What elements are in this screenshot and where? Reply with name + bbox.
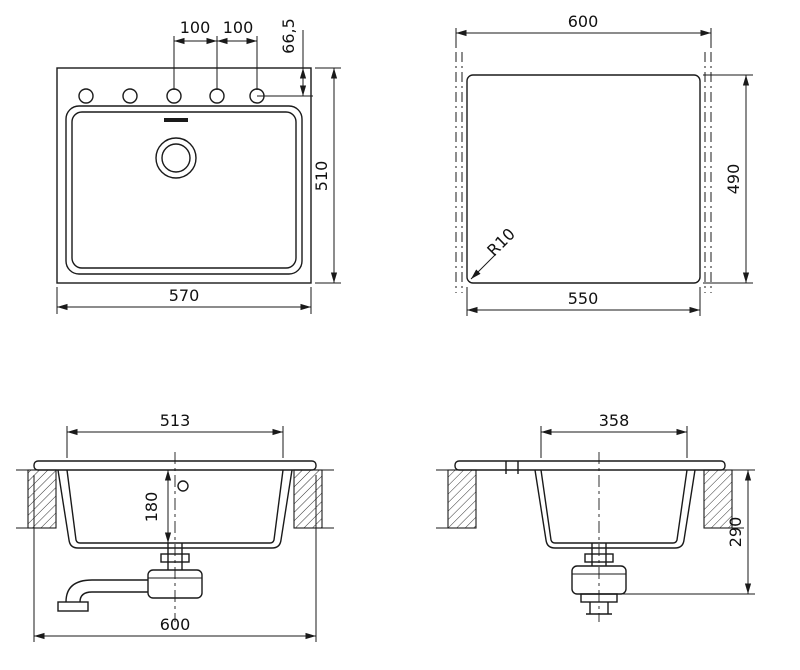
dim-cutout-depth-490: 490 [703, 74, 753, 284]
trap-lower-nut [580, 593, 618, 603]
bowl-inner-wall [66, 469, 284, 544]
drain-nut [584, 553, 614, 563]
dim-depth-510: 510 [312, 67, 341, 284]
bowl-inner-edge [71, 111, 297, 269]
dim-hole-spacing: 100 100 [173, 18, 258, 90]
dim-bowl-width-358: 358 [540, 411, 688, 458]
sink-outline [56, 67, 312, 284]
dim-cut-width-550: 550 [466, 287, 701, 316]
dim-label-width: 570 [169, 286, 200, 305]
worktop-section-right [293, 469, 323, 529]
dim-label-bowl-width: 358 [599, 411, 630, 430]
cutout-outline [466, 74, 701, 284]
worktop-section-left [27, 469, 57, 529]
bowl-inner-wall [540, 469, 688, 544]
dim-label-cut-width: 550 [568, 289, 599, 308]
outlet-elbow-outer [65, 579, 93, 603]
faucet-hole-4 [209, 88, 225, 104]
outlet-elbow-inner [79, 591, 93, 603]
dim-height-290: 290 [619, 469, 755, 595]
dim-label-overall-height: 290 [726, 517, 745, 548]
dim-label-cutout-depth: 490 [724, 164, 743, 195]
sink-rim [454, 460, 726, 471]
dim-bowl-depth-180: 180 [142, 469, 178, 543]
drain-nut [160, 553, 190, 563]
dim-label-depth: 510 [312, 161, 331, 192]
dim-label-bowl-depth: 180 [142, 492, 161, 523]
dim-overall-width-600: 600 [455, 12, 712, 48]
dim-label-corner-radius: R10 [483, 224, 519, 260]
dim-label-hole-edge-offset: 66,5 [279, 18, 298, 54]
dim-label-bowl-width: 513 [160, 411, 191, 430]
outlet-cuff [57, 601, 89, 612]
dim-bowl-width-513: 513 [66, 411, 284, 458]
faucet-hole-2 [122, 88, 138, 104]
top-view: 100 100 66,5 510 570 [56, 18, 341, 314]
dim-label-overall-width: 600 [568, 12, 599, 31]
dim-overall-width-600: 600 [33, 475, 317, 642]
drain-inner [161, 143, 191, 173]
dim-label-hole-spacing-left: 100 [180, 18, 211, 37]
radius-leader-line [470, 253, 497, 280]
front-section-view: 513 180 600 [16, 411, 334, 642]
bowl-outer-edge [65, 105, 303, 275]
bowl-outer-wall [534, 469, 696, 549]
trap-body [147, 569, 203, 599]
dim-hole-edge-offset: 66,5 [257, 18, 313, 97]
dim-width-570: 570 [56, 286, 312, 314]
side-section-view: 358 290 [436, 411, 755, 622]
dim-label-overall-width: 600 [160, 615, 191, 634]
drain-outer [155, 137, 197, 179]
dim-label-hole-spacing-right: 100 [223, 18, 254, 37]
overflow-hole-section [177, 480, 189, 492]
worktop-section-left [447, 469, 477, 529]
dim-corner-radius: R10 [470, 224, 519, 280]
cutout-view: 600 490 550 R10 [455, 12, 753, 316]
faucet-hole-1 [78, 88, 94, 104]
faucet-hole-3 [166, 88, 182, 104]
